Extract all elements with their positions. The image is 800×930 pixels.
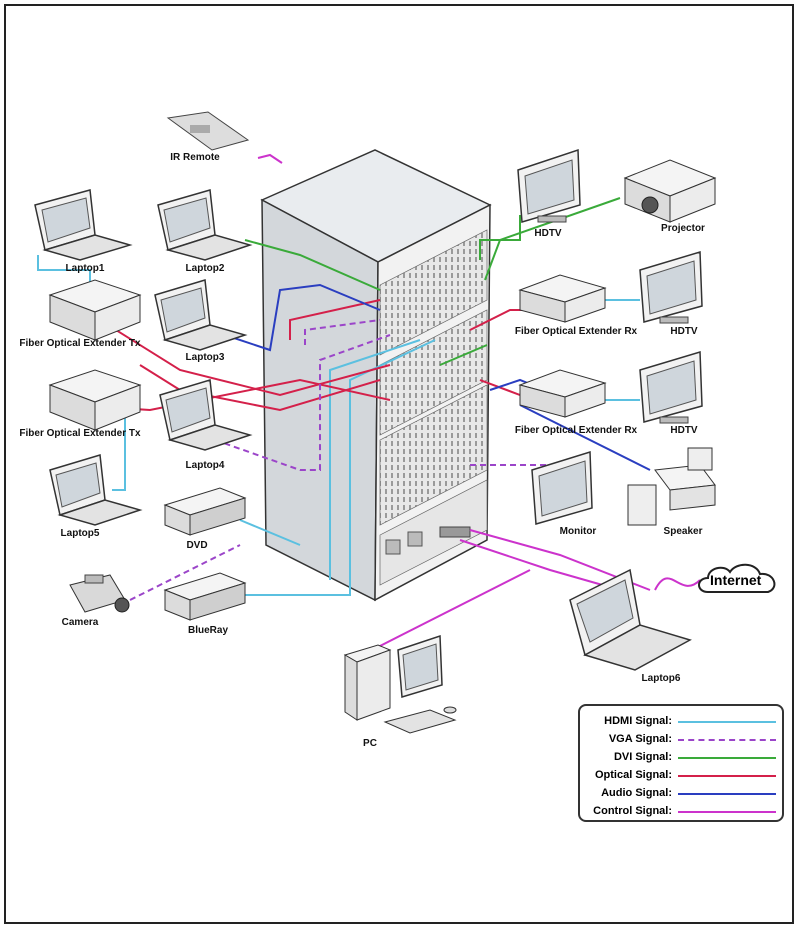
diagram-frame xyxy=(4,4,794,924)
laptop-icon xyxy=(569,568,692,671)
vga-line xyxy=(214,334,391,471)
fiber-extender-rx-icon xyxy=(518,274,607,323)
camera-icon xyxy=(69,574,130,613)
projector-icon xyxy=(623,159,717,223)
monitor-icon xyxy=(531,450,593,525)
dvi-line xyxy=(439,344,488,366)
laptop3-label: Laptop3 xyxy=(185,352,225,363)
legend-label-hdmi: HDMI Signal: xyxy=(604,715,672,727)
fiber-tx2-label: Fiber Optical Extender Tx xyxy=(19,428,141,439)
hdtv-icon xyxy=(517,148,581,223)
pc-icon xyxy=(343,634,457,734)
laptop-icon xyxy=(157,189,253,261)
optical-line xyxy=(99,319,391,397)
speaker-label: Speaker xyxy=(663,526,703,537)
laptop4-label: Laptop4 xyxy=(185,460,225,471)
vga-line xyxy=(304,319,381,345)
hdmi-line xyxy=(239,519,301,546)
blueray-player-icon xyxy=(163,572,247,621)
hdtv-icon xyxy=(639,351,703,424)
internet-cloud-icon xyxy=(698,563,776,593)
legend-row-audio: Audio Signal: xyxy=(580,784,780,802)
legend-swatch-control xyxy=(678,811,776,813)
laptop-icon xyxy=(159,379,253,451)
legend-label-control: Control Signal: xyxy=(593,805,672,817)
laptop2-label: Laptop2 xyxy=(185,263,225,274)
legend-row-dvi: DVI Signal: xyxy=(580,748,780,766)
control-line xyxy=(371,569,531,651)
projector-label: Projector xyxy=(661,223,705,234)
dvd-player-icon xyxy=(163,487,247,536)
laptop1-label: Laptop1 xyxy=(65,263,105,274)
legend-row-vga: VGA Signal: xyxy=(580,730,780,748)
legend-label-dvi: DVI Signal: xyxy=(613,751,672,763)
dvi-line xyxy=(244,239,381,291)
ir-remote-icon xyxy=(166,111,250,151)
hdtv2-label: HDTV xyxy=(670,326,698,337)
audio-line xyxy=(224,283,381,352)
laptop-icon xyxy=(49,454,143,526)
ir-remote-label: IR Remote xyxy=(170,152,220,163)
legend-swatch-hdmi xyxy=(678,721,776,723)
control-line xyxy=(257,153,283,164)
fiber-rx1-label: Fiber Optical Extender Rx xyxy=(514,326,638,337)
legend-swatch-dvi xyxy=(678,757,776,759)
speaker-icon xyxy=(627,447,716,526)
legend-row-control: Control Signal: xyxy=(580,802,780,820)
fiber-extender-tx-icon xyxy=(48,369,142,431)
fiber-extender-tx-icon xyxy=(48,279,142,341)
laptop-icon xyxy=(34,189,133,261)
fiber-extender-rx-icon xyxy=(518,369,607,418)
hdtv1-label: HDTV xyxy=(534,228,562,239)
matrix-switcher-rack xyxy=(260,149,492,602)
optical-line xyxy=(139,364,381,412)
hdtv3-label: HDTV xyxy=(670,425,698,436)
blueray-label: BlueRay xyxy=(187,625,229,636)
laptop5-label: Laptop5 xyxy=(60,528,100,539)
dvd-label: DVD xyxy=(186,540,208,551)
laptop6-label: Laptop6 xyxy=(641,673,681,684)
legend-row-hdmi: HDMI Signal: xyxy=(580,712,780,730)
hdmi-line xyxy=(245,339,436,596)
dvi-line xyxy=(484,197,621,281)
hdmi-line xyxy=(329,339,421,580)
optical-line xyxy=(289,299,381,340)
control-line xyxy=(654,577,701,591)
legend-row-optical: Optical Signal: xyxy=(580,766,780,784)
legend-swatch-optical xyxy=(678,775,776,777)
monitor-label: Monitor xyxy=(559,526,597,537)
audio-line xyxy=(519,404,651,471)
internet-label: Internet xyxy=(710,572,762,588)
legend-swatch-vga xyxy=(678,739,776,741)
control-line xyxy=(459,539,621,591)
legend-swatch-audio xyxy=(678,793,776,795)
pc-label: PC xyxy=(363,738,377,749)
legend-label-optical: Optical Signal: xyxy=(594,769,672,781)
fiber-rx2-label: Fiber Optical Extender Rx xyxy=(514,425,638,436)
fiber-tx1-label: Fiber Optical Extender Tx xyxy=(19,338,141,349)
legend-label-vga: VGA Signal: xyxy=(608,733,672,745)
camera-label: Camera xyxy=(61,617,99,628)
legend-label-audio: Audio Signal: xyxy=(601,787,672,799)
hdtv-icon xyxy=(639,251,703,324)
signal-legend: HDMI Signal: VGA Signal: DVI Signal: Opt… xyxy=(578,704,784,822)
laptop-icon xyxy=(154,279,248,351)
vga-line xyxy=(129,544,241,601)
